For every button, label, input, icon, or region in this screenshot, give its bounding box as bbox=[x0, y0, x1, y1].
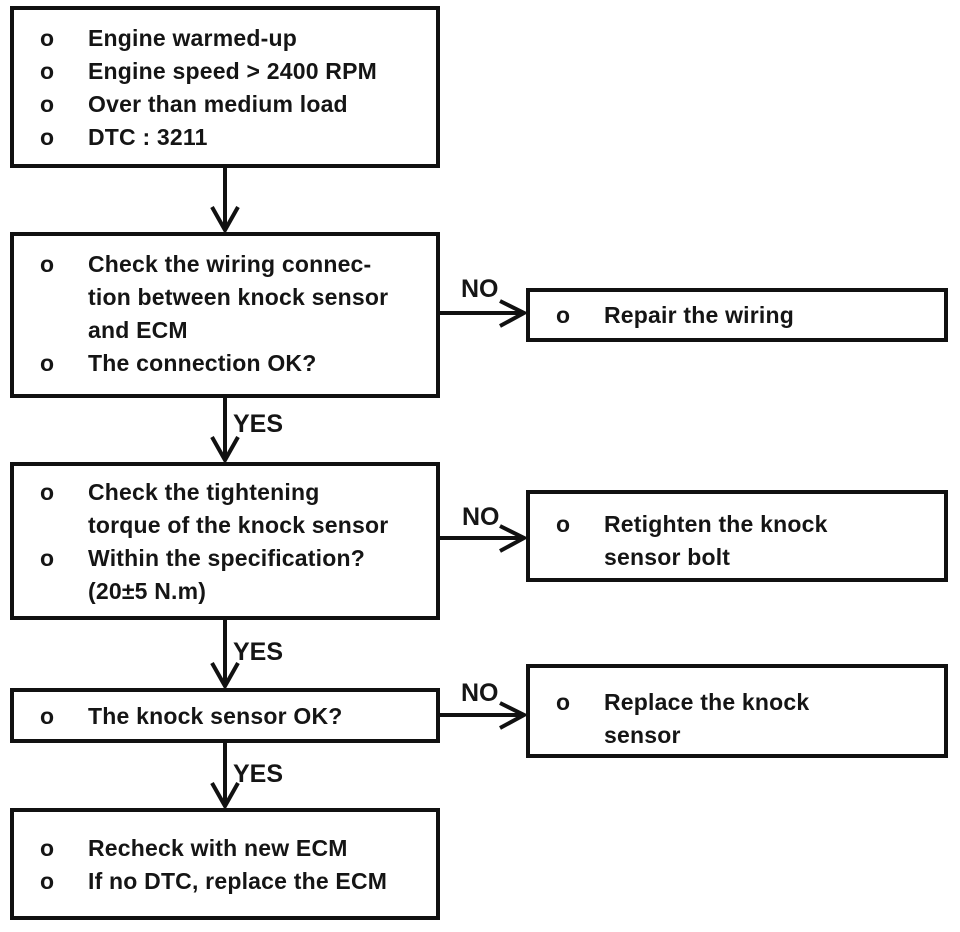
branch-label-yes: YES bbox=[233, 410, 284, 438]
box-recheck-ecm: o Recheck with new ECM o If no DTC, repl… bbox=[10, 808, 440, 920]
list-item: o If no DTC, replace the ECM bbox=[40, 865, 432, 898]
box-check-wiring-connection: o Check the wiring connec- tion between … bbox=[10, 232, 440, 398]
action-text: Repair the wiring bbox=[604, 302, 794, 328]
condition-text: Engine speed > 2400 RPM bbox=[88, 58, 378, 84]
arrow-head-wiring-to-repair bbox=[499, 299, 529, 328]
bullet-marker: o bbox=[40, 58, 55, 84]
arrow-head-start-to-wiring bbox=[210, 206, 240, 235]
arrow-head-torque-to-sensorok bbox=[210, 662, 240, 691]
bullet-marker: o bbox=[40, 91, 55, 117]
list-item: o Recheck with new ECM bbox=[40, 832, 432, 865]
arrow-head-sensorok-to-replace bbox=[499, 701, 529, 730]
list-item: o Over than medium load bbox=[40, 88, 432, 121]
action-text: Retighten the knock sensor bolt bbox=[604, 511, 828, 570]
action-text: Replace the knock sensor bbox=[604, 689, 810, 748]
bullet-marker: o bbox=[556, 302, 571, 328]
bullet-marker: o bbox=[40, 868, 55, 894]
condition-text: Over than medium load bbox=[88, 91, 348, 117]
list-item: o DTC : 3211 bbox=[40, 121, 432, 154]
step-text: Recheck with new ECM bbox=[88, 835, 348, 861]
branch-label-no: NO bbox=[461, 275, 499, 303]
branch-label-no: NO bbox=[461, 679, 499, 707]
list-item: o Replace the knock sensor bbox=[556, 686, 940, 752]
list-item: o Retighten the knock sensor bolt bbox=[556, 508, 940, 574]
box-replace-sensor: o Replace the knock sensor bbox=[526, 664, 948, 758]
bullet-marker: o bbox=[556, 689, 571, 715]
bullet-marker: o bbox=[40, 703, 55, 729]
box-start-conditions: o Engine warmed-up o Engine speed > 2400… bbox=[10, 6, 440, 168]
arrow-head-torque-to-retighten bbox=[499, 524, 529, 553]
step-text: If no DTC, replace the ECM bbox=[88, 868, 388, 894]
list-item: o The knock sensor OK? bbox=[40, 700, 432, 733]
bullet-marker: o bbox=[556, 511, 571, 537]
box-check-tightening-torque: o Check the tightening torque of the kno… bbox=[10, 462, 440, 620]
bullet-marker: o bbox=[40, 479, 55, 505]
box-repair-wiring: o Repair the wiring bbox=[526, 288, 948, 342]
branch-label-yes: YES bbox=[233, 638, 284, 666]
question-text: Within the specification? (20±5 N.m) bbox=[88, 545, 365, 604]
question-text: The connection OK? bbox=[88, 350, 317, 376]
list-item: o Engine warmed-up bbox=[40, 22, 432, 55]
box-retighten-bolt: o Retighten the knock sensor bolt bbox=[526, 490, 948, 582]
bullet-marker: o bbox=[40, 835, 55, 861]
bullet-marker: o bbox=[40, 25, 55, 51]
list-item: o Repair the wiring bbox=[556, 299, 940, 332]
list-item: o Engine speed > 2400 RPM bbox=[40, 55, 432, 88]
step-text: Check the tightening torque of the knock… bbox=[88, 479, 389, 538]
box-knock-sensor-ok: o The knock sensor OK? bbox=[10, 688, 440, 743]
bullet-marker: o bbox=[40, 124, 55, 150]
bullet-marker: o bbox=[40, 251, 55, 277]
branch-label-no: NO bbox=[462, 503, 500, 531]
bullet-marker: o bbox=[40, 350, 55, 376]
branch-label-yes: YES bbox=[233, 760, 284, 788]
list-item: o Check the tightening torque of the kno… bbox=[40, 476, 432, 542]
arrow-head-wiring-to-torque bbox=[210, 436, 240, 465]
condition-text: DTC : 3211 bbox=[88, 124, 208, 150]
list-item: o Check the wiring connec- tion between … bbox=[40, 248, 432, 347]
list-item: o The connection OK? bbox=[40, 347, 432, 380]
list-item: o Within the specification? (20±5 N.m) bbox=[40, 542, 432, 608]
condition-text: Engine warmed-up bbox=[88, 25, 297, 51]
bullet-marker: o bbox=[40, 545, 55, 571]
question-text: The knock sensor OK? bbox=[88, 703, 343, 729]
step-text: Check the wiring connec- tion between kn… bbox=[88, 251, 389, 343]
